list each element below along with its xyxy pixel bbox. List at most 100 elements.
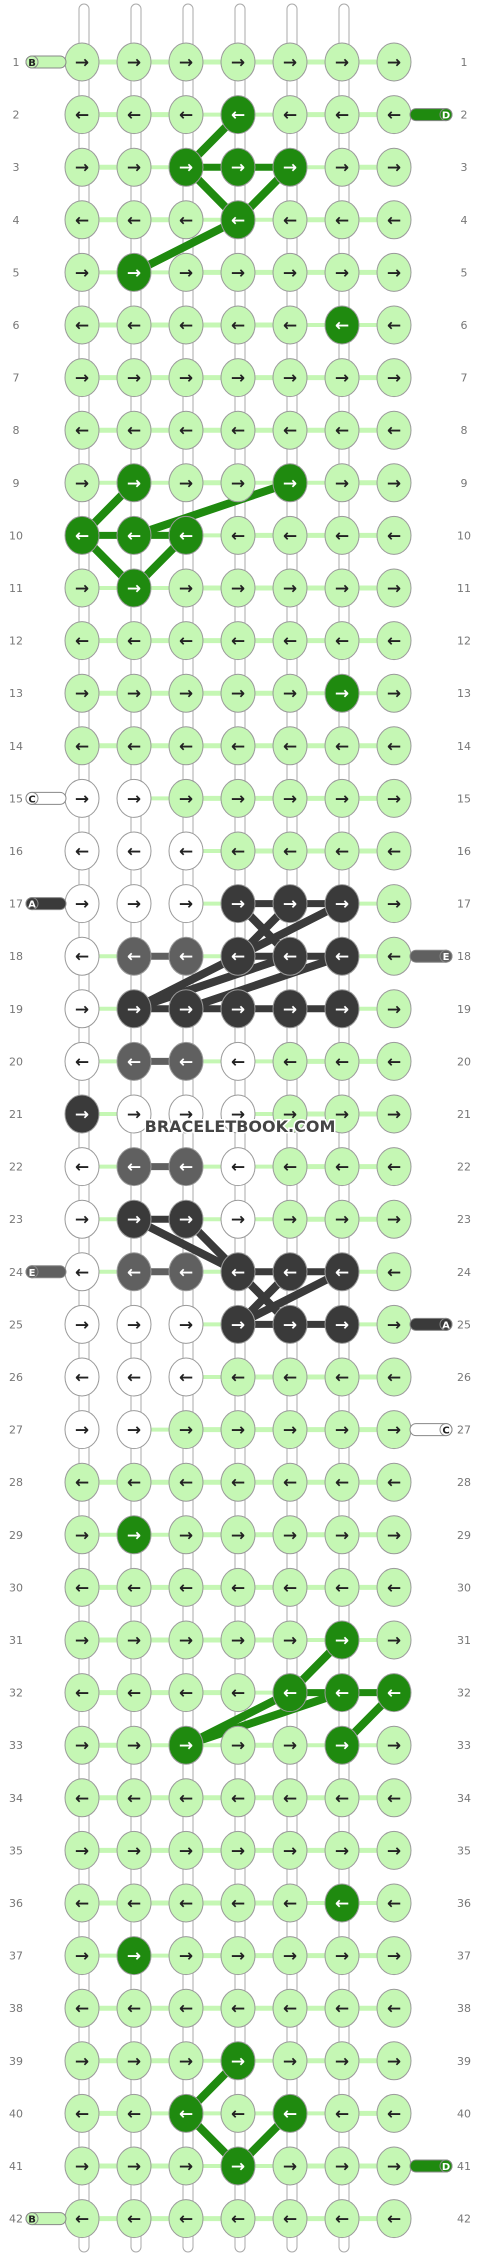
row-number-left: 30 xyxy=(9,1581,23,1594)
knot-arrow-icon: ← xyxy=(127,211,141,231)
knot-arrow-icon: ← xyxy=(75,737,89,757)
knot xyxy=(324,1041,360,1081)
knot-arrow-icon: ← xyxy=(75,316,89,336)
knot-arrow-icon: → xyxy=(231,1736,245,1756)
knot-arrow-icon: ← xyxy=(335,1894,349,1914)
knot-arrow-icon: → xyxy=(283,895,297,915)
string-start-label: D xyxy=(442,2162,450,2173)
knot-arrow-icon: → xyxy=(75,369,89,389)
knot xyxy=(324,1462,360,1502)
knot-arrow-icon: → xyxy=(335,474,349,494)
knot-arrow-icon: ← xyxy=(335,1052,349,1072)
knot xyxy=(116,1673,152,1713)
knot-arrow-icon: → xyxy=(283,2052,297,2072)
knot-arrow-icon: → xyxy=(127,1421,141,1441)
knot-arrow-icon: → xyxy=(127,2157,141,2177)
knot-arrow-icon: → xyxy=(335,2157,349,2177)
knot-arrow-icon: → xyxy=(283,263,297,283)
knot-arrow-icon: ← xyxy=(179,1894,193,1914)
knot xyxy=(272,1567,308,1607)
row-number-left: 23 xyxy=(9,1213,23,1226)
knot xyxy=(116,1041,152,1081)
row-number-right: 12 xyxy=(457,635,471,648)
knot xyxy=(116,936,152,976)
row-number-left: 29 xyxy=(9,1529,23,1542)
knot xyxy=(168,2093,204,2133)
knot xyxy=(168,1304,204,1344)
knot-arrow-icon: → xyxy=(283,1210,297,1230)
knot-arrow-icon: ← xyxy=(231,1473,245,1493)
knot-arrow-icon: ← xyxy=(335,632,349,652)
row-number-left: 8 xyxy=(13,424,20,437)
knot xyxy=(168,726,204,766)
knot-arrow-icon: → xyxy=(283,369,297,389)
knot xyxy=(376,831,412,871)
row-number-left: 31 xyxy=(9,1634,23,1647)
knot xyxy=(116,1357,152,1397)
row-number-right: 23 xyxy=(457,1213,471,1226)
knot-arrow-icon: ← xyxy=(75,106,89,126)
knot-arrow-icon: → xyxy=(75,1947,89,1967)
knot xyxy=(168,1252,204,1292)
string-start-label: E xyxy=(443,952,450,963)
knot-arrow-icon: → xyxy=(75,1105,89,1125)
knot xyxy=(324,95,360,135)
knot-arrow-icon: ← xyxy=(283,1894,297,1914)
knot-arrow-icon: → xyxy=(179,2052,193,2072)
knot xyxy=(116,410,152,450)
knot xyxy=(324,1252,360,1292)
string-start-marker xyxy=(439,1317,453,1331)
knot-arrow-icon: ← xyxy=(231,737,245,757)
row-number-right: 31 xyxy=(457,1634,471,1647)
knot-arrow-icon: ← xyxy=(75,421,89,441)
knot xyxy=(220,1883,256,1923)
knot-arrow-icon: ← xyxy=(335,842,349,862)
string-start-marker xyxy=(25,55,39,69)
knot xyxy=(220,1041,256,1081)
knot xyxy=(64,1620,100,1660)
knot-arrow-icon: → xyxy=(335,1736,349,1756)
knot xyxy=(168,2041,204,2081)
knot-arrow-icon: ← xyxy=(387,1789,401,1809)
knot-arrow-icon: → xyxy=(231,1841,245,1861)
knot-arrow-icon: → xyxy=(127,1631,141,1651)
knot-arrow-icon: → xyxy=(75,53,89,73)
row-number-right: 11 xyxy=(457,582,471,595)
knot-arrow-icon: → xyxy=(387,2157,401,2177)
knot-arrow-icon: ← xyxy=(127,1473,141,1493)
knot-arrow-icon: ← xyxy=(231,1158,245,1178)
knot xyxy=(376,1567,412,1607)
row-number-left: 33 xyxy=(9,1739,23,1752)
row-number-left: 26 xyxy=(9,1371,23,1384)
knot xyxy=(376,42,412,82)
knot-arrow-icon: ← xyxy=(283,737,297,757)
knot xyxy=(64,2146,100,2186)
knot-arrow-icon: ← xyxy=(335,211,349,231)
row-number-left: 36 xyxy=(9,1897,23,1910)
row-number-right: 41 xyxy=(457,2160,471,2173)
knot xyxy=(168,252,204,292)
knot xyxy=(324,1988,360,2028)
knot xyxy=(220,200,256,240)
knot xyxy=(220,621,256,661)
knot-arrow-icon: ← xyxy=(231,316,245,336)
string-start-marker xyxy=(439,949,453,963)
knot xyxy=(376,1357,412,1397)
knot-arrow-icon: ← xyxy=(283,947,297,967)
knot-arrow-icon: ← xyxy=(283,1999,297,2019)
row-number-left: 22 xyxy=(9,1161,23,1174)
knot-arrow-icon: → xyxy=(75,158,89,178)
thread-diagonal xyxy=(234,899,346,961)
knot-arrow-icon: ← xyxy=(179,211,193,231)
knot-arrow-icon: → xyxy=(335,895,349,915)
knot-arrow-icon: → xyxy=(179,158,193,178)
knot-arrow-icon: ← xyxy=(335,1263,349,1283)
knot xyxy=(220,252,256,292)
knot-arrow-icon: → xyxy=(335,1631,349,1651)
knot-arrow-icon: → xyxy=(283,1947,297,1967)
knot-arrow-icon: ← xyxy=(387,1158,401,1178)
knot xyxy=(376,1462,412,1502)
thread-diagonal xyxy=(130,952,294,1013)
string-start-marker xyxy=(25,1265,39,1279)
